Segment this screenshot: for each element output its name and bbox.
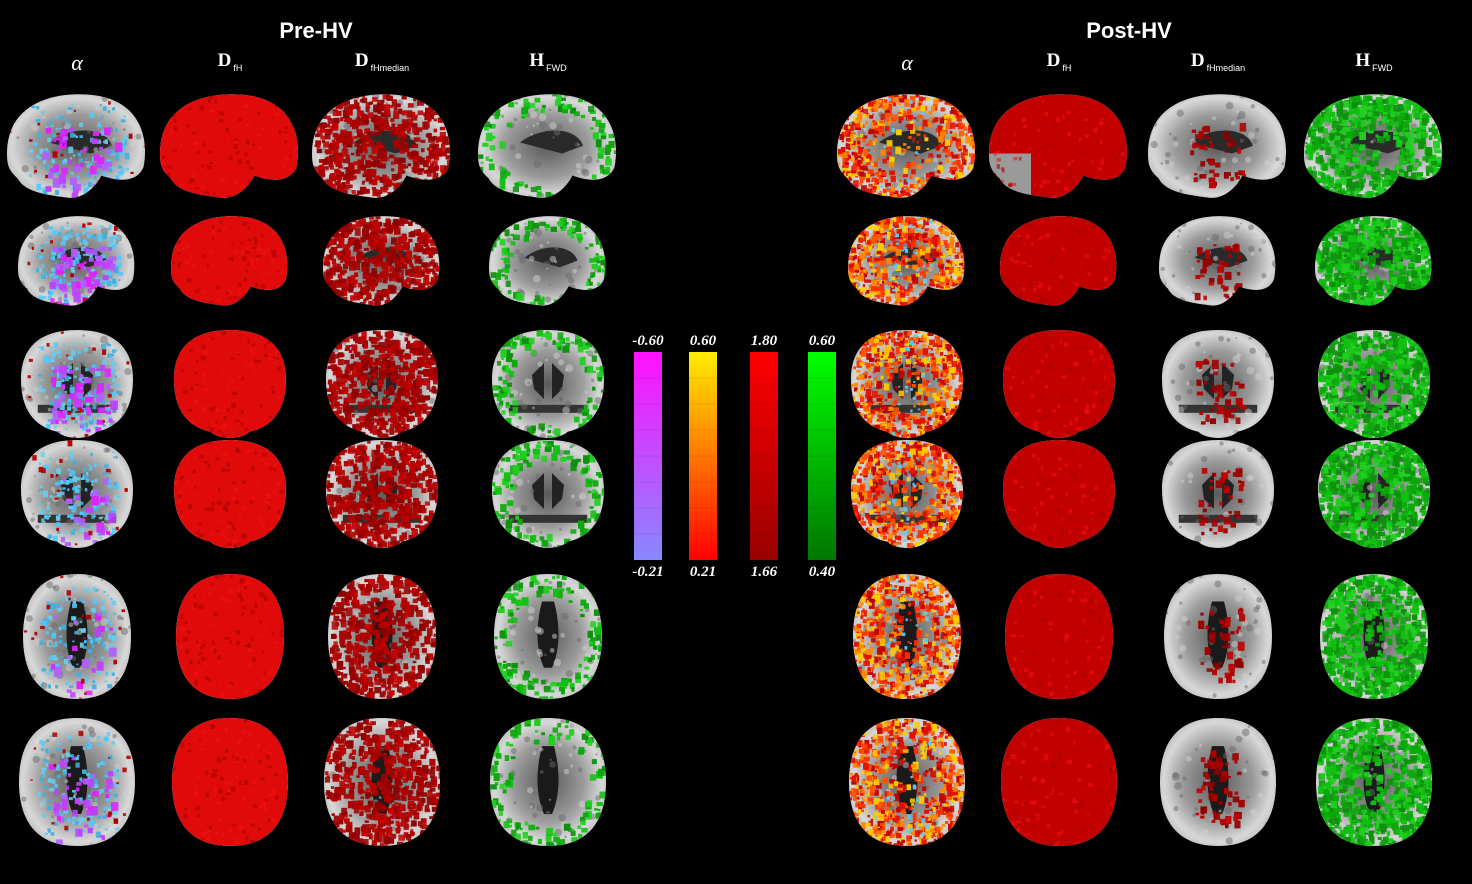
pre-dfhmedian-brain-slice-6 xyxy=(324,718,440,846)
post-dfhmedian-brain-slice-1 xyxy=(1148,94,1287,198)
post-alpha-brain-slice-4 xyxy=(851,440,963,548)
post-alpha-brain-slice-2 xyxy=(848,215,965,306)
colorbar-alpha-positive-max-label: 0.60 xyxy=(690,333,716,350)
pre-dfhmedian-brain-slice-5 xyxy=(328,573,436,699)
post-hv-title: Post-HV xyxy=(1086,18,1172,44)
colorbar-dfh-max-label: 1.80 xyxy=(751,333,777,350)
pre-hfwd-brain-slice-4 xyxy=(492,440,604,548)
pre-alpha-brain-slice-5 xyxy=(23,573,131,699)
post-dfh-brain-slice-6 xyxy=(1001,718,1117,846)
post-dfh-brain-slice-1 xyxy=(989,94,1128,198)
colorbar-hfwd-min-label: 0.40 xyxy=(809,564,835,581)
pre-hfwd-brain-slice-5 xyxy=(494,573,602,699)
colorbar-alpha-negative-min-label: -0.21 xyxy=(632,564,663,581)
colorbar-hfwd-max-label: 0.60 xyxy=(809,333,835,350)
pre-alpha-brain-slice-4 xyxy=(21,440,133,548)
pre-hfwd-brain-slice-1 xyxy=(478,94,617,198)
post-dfhmedian-brain-slice-5 xyxy=(1164,573,1272,699)
colorbar-hfwd xyxy=(808,352,836,560)
pre-dfhmedian-brain-slice-4 xyxy=(326,440,438,548)
pre-hfwd-brain-slice-3 xyxy=(492,330,604,438)
post-hfwd-brain-slice-2 xyxy=(1315,215,1432,306)
post-alpha-brain-slice-6 xyxy=(849,718,965,846)
post-dfhmedian-brain-slice-2 xyxy=(1159,215,1276,306)
post-alpha-header: α xyxy=(901,50,913,76)
post-dfhmedian-brain-slice-4 xyxy=(1162,440,1274,548)
post-alpha-brain-slice-3 xyxy=(851,330,963,438)
pre-dfh-brain-slice-2 xyxy=(171,215,288,306)
post-dfhmedian-brain-slice-3 xyxy=(1162,330,1274,438)
post-hfwd-brain-slice-5 xyxy=(1320,573,1428,699)
post-dfhmedian-brain-slice-6 xyxy=(1160,718,1276,846)
post-hfwd-brain-slice-1 xyxy=(1304,94,1443,198)
colorbar-dfh xyxy=(750,352,778,560)
pre-dfhmedian-brain-slice-1 xyxy=(312,94,451,198)
colorbar-dfh-min-label: 1.66 xyxy=(751,564,777,581)
pre-dfhmedian-brain-slice-3 xyxy=(326,330,438,438)
colorbar-alpha-negative xyxy=(634,352,662,560)
pre-alpha-brain-slice-1 xyxy=(7,94,146,198)
pre-dfh-brain-slice-1 xyxy=(160,94,299,198)
colorbar-alpha-positive xyxy=(689,352,717,560)
pre-dfhmedian-brain-slice-2 xyxy=(323,215,440,306)
post-dfh-brain-slice-2 xyxy=(1000,215,1117,306)
pre-alpha-brain-slice-3 xyxy=(21,330,133,438)
post-alpha-brain-slice-5 xyxy=(853,573,961,699)
colorbar-alpha-negative-max-label: -0.60 xyxy=(632,333,663,350)
post-dfh-brain-slice-5 xyxy=(1005,573,1113,699)
post-hfwd-brain-slice-3 xyxy=(1318,330,1430,438)
post-hfwd-brain-slice-6 xyxy=(1316,718,1432,846)
post-alpha-brain-slice-1 xyxy=(837,94,976,198)
pre-dfh-brain-slice-6 xyxy=(172,718,288,846)
pre-dfh-brain-slice-4 xyxy=(174,440,286,548)
pre-alpha-brain-slice-2 xyxy=(18,215,135,306)
post-dfh-brain-slice-3 xyxy=(1003,330,1115,438)
pre-hfwd-brain-slice-6 xyxy=(490,718,606,846)
pre-alpha-brain-slice-6 xyxy=(19,718,135,846)
colorbar-alpha-positive-min-label: 0.21 xyxy=(690,564,716,581)
post-dfh-brain-slice-4 xyxy=(1003,440,1115,548)
pre-dfh-brain-slice-3 xyxy=(174,330,286,438)
pre-hv-title: Pre-HV xyxy=(279,18,352,44)
pre-alpha-header: α xyxy=(71,50,83,76)
post-hfwd-brain-slice-4 xyxy=(1318,440,1430,548)
pre-hfwd-brain-slice-2 xyxy=(489,215,606,306)
pre-dfh-brain-slice-5 xyxy=(176,573,284,699)
